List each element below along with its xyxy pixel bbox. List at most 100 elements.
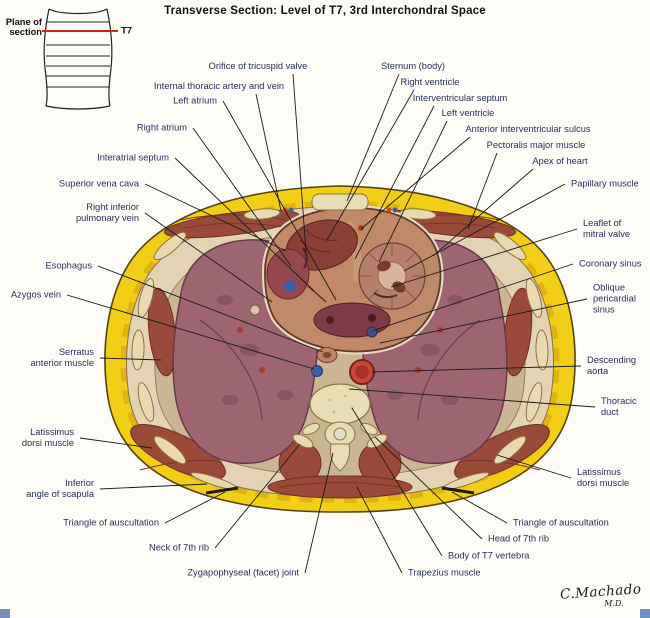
tricuspid-orifice-line <box>302 247 308 269</box>
transverse-process-left <box>302 422 320 436</box>
internal-thoracic-artery-right <box>386 207 392 213</box>
bronchus <box>249 304 261 316</box>
right-atrium-blood <box>284 280 296 292</box>
lv-radial-myocardium <box>360 244 424 308</box>
azygos-vein-vessel <box>311 365 323 377</box>
leader-line-papillary-muscle <box>403 183 566 272</box>
label-leaflet-of-mitral-valve: Leaflet of mitral valve <box>583 218 631 239</box>
rib-cross-section <box>137 382 155 422</box>
costal-cartilage-left <box>243 208 281 220</box>
rib-cross-section <box>131 329 145 371</box>
leader-line-oblique-pericardial-sinus <box>379 298 588 344</box>
leader-line-apex-of-heart <box>432 168 534 257</box>
label-pectoralis-major-muscle: Pectoralis major muscle <box>486 140 586 151</box>
label-body-of-t7-vertebra: Body of T7 vertebra <box>448 550 530 561</box>
leader-line-internal-thoracic-artery-and-vein <box>255 93 282 212</box>
leader-lines <box>66 73 596 574</box>
label-neck-of-7th-rib: Neck of 7th rib <box>149 542 209 553</box>
label-right-ventricle: Right ventricle <box>400 77 460 88</box>
spinous-process <box>330 443 350 472</box>
leader-line-latissimus-dorsi-muscle-right <box>496 454 572 479</box>
leader-line-azygos-vein <box>66 294 315 370</box>
artist-credentials: M.D. <box>604 599 624 608</box>
pulmonary-vein-opening <box>368 314 376 322</box>
label-left-ventricle: Left ventricle <box>441 108 495 119</box>
leader-line-orifice-of-tricuspid-valve <box>292 73 307 253</box>
rib-level-lines <box>46 21 110 88</box>
page-title: Transverse Section: Level of T7, 3rd Int… <box>164 5 486 17</box>
rib-cross-section <box>525 382 543 422</box>
label-interventricular-septum: Interventricular septum <box>412 93 508 104</box>
leader-line-anterior-interventricular-sulcus <box>360 136 471 230</box>
leader-line-left-ventricle <box>378 120 448 263</box>
rv-trabeculae <box>299 229 339 253</box>
esophagus-lumen <box>322 352 332 358</box>
papillary-muscle-anterior <box>377 260 391 272</box>
rib-cross-section <box>535 329 549 371</box>
posterior-mediastinum <box>292 347 388 472</box>
leader-line-sternum-body <box>346 73 400 202</box>
label-latissimus-dorsi-muscle-right: Latissimus dorsi muscle <box>577 467 630 488</box>
page-corner-marks <box>0 609 650 618</box>
label-superior-vena-cava: Superior vena cava <box>58 178 139 189</box>
label-triangle-of-auscultation-left: Triangle of auscultation <box>63 517 159 528</box>
leader-line-inferior-angle-of-scapula <box>99 483 208 490</box>
label-right-inferior-pulmonary-vein: Right inferior pulmonary vein <box>75 202 139 223</box>
label-latissimus-dorsi-muscle-left: Latissimus dorsi muscle <box>21 427 74 448</box>
label-internal-thoracic-artery-and-vein: Internal thoracic artery and vein <box>153 81 285 92</box>
artist-signature: C.Machado M.D. <box>560 581 643 608</box>
rib-cross-section <box>493 231 527 261</box>
coronary-sinus-vessel <box>366 326 378 338</box>
label-anterior-interventricular-sulcus: Anterior interventricular sulcus <box>465 124 591 135</box>
label-sternum-body: Sternum (body) <box>380 61 446 72</box>
leader-line-left-atrium <box>222 100 337 301</box>
sternum-region <box>282 193 398 213</box>
label-right-atrium: Right atrium <box>136 122 187 133</box>
leader-line-serratus-anterior-muscle <box>99 357 162 361</box>
ribs <box>131 208 549 490</box>
label-inferior-angle-of-scapula: Inferior angle of scapula <box>26 478 94 499</box>
leader-line-latissimus-dorsi-muscle-left <box>79 437 153 449</box>
label-zygapophyseal-facet-joint: Zygapophyseal (facet) joint <box>187 567 299 578</box>
label-left-atrium: Left atrium <box>173 95 217 106</box>
anterior-interventricular-vessel <box>358 225 364 231</box>
label-trapezius-muscle: Trapezius muscle <box>408 567 481 578</box>
leader-line-pectoralis-major-muscle <box>467 152 498 230</box>
pulmonary-vein-opening <box>326 316 334 324</box>
internal-thoracic-vein-right <box>392 207 398 213</box>
label-coronary-sinus: Coronary sinus <box>579 258 642 269</box>
lung-fissures <box>199 319 481 421</box>
aorta-lumen <box>355 365 369 379</box>
mitral-leaflet-line <box>373 292 398 299</box>
leader-line-coronary-sinus <box>371 263 574 332</box>
torso-outline <box>43 8 113 110</box>
leader-line-right-atrium <box>192 127 292 267</box>
triangle-of-auscultation-marks <box>205 486 475 495</box>
leader-line-superior-vena-cava <box>144 183 287 252</box>
label-head-of-7th-rib: Head of 7th rib <box>488 533 549 544</box>
leader-line-zygapophyseal-facet-joint <box>304 452 334 574</box>
plane-of-section-inset <box>42 8 118 110</box>
leader-line-trapezius-muscle <box>356 486 403 574</box>
trapezius <box>267 475 413 499</box>
rib-cross-section <box>153 231 187 261</box>
leader-line-triangle-of-auscultation-left <box>164 491 226 524</box>
leader-line-thoracic-duct <box>348 388 596 408</box>
label-triangle-of-auscultation-right: Triangle of auscultation <box>513 517 609 528</box>
label-oblique-pericardial-sinus: Oblique pericardial sinus <box>593 282 636 315</box>
leader-line-neck-of-7th-rib <box>214 443 301 549</box>
rib-head-left <box>292 433 314 449</box>
rib-head-right <box>366 433 388 449</box>
leader-line-leaflet-of-mitral-valve <box>390 228 578 288</box>
leader-line-right-ventricle <box>326 89 415 241</box>
label-serratus-anterior-muscle: Serratus anterior muscle <box>30 347 94 368</box>
leader-line-triangle-of-auscultation-right <box>451 491 508 524</box>
label-papillary-muscle: Papillary muscle <box>571 178 639 189</box>
papillary-muscle-posterior <box>392 281 406 293</box>
label-esophagus: Esophagus <box>45 260 92 271</box>
leader-line-interatrial-septum <box>174 157 315 292</box>
spinal-cord <box>333 427 347 441</box>
leader-line-interventricular-septum <box>354 105 435 260</box>
